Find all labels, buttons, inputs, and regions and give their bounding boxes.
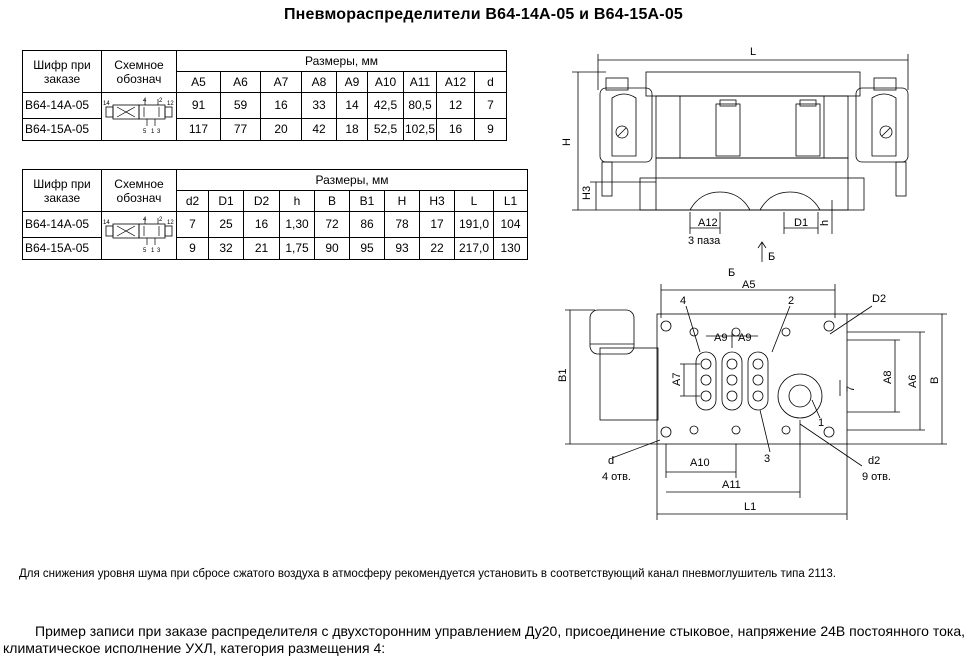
dim-value: 1,75	[279, 237, 315, 260]
label-A8: A8	[882, 371, 894, 384]
label-B1: B1	[557, 369, 569, 382]
dim-value: 130	[493, 237, 528, 260]
label-d2: d2	[868, 455, 880, 467]
label-h: h	[819, 220, 831, 226]
dim-value: 78	[384, 211, 420, 238]
callout-3: 3	[764, 453, 770, 465]
valve-symbol-icon: 14 12 4 2 5 1 3	[103, 98, 174, 135]
label-A7: A7	[671, 373, 683, 386]
dim-value: 33	[301, 92, 337, 119]
callout-1: 1	[818, 417, 824, 429]
label-A6: A6	[907, 375, 919, 388]
dim-value: 86	[349, 211, 385, 238]
dim-header: D1	[208, 190, 244, 212]
port-label-14: 14	[103, 220, 110, 226]
label-A10: A10	[690, 457, 710, 469]
label-H: H	[561, 138, 573, 146]
order-example: Пример записи при заказе распределителя …	[3, 623, 965, 656]
dim-value: 52,5	[367, 118, 404, 141]
label-H3: H3	[581, 186, 593, 200]
port-label-12: 12	[167, 220, 174, 226]
port-label-2: 2	[159, 98, 163, 104]
technical-drawing: L H H3 A12 D1 h 3 паза Б Б A5 D2 4 2 A9 …	[557, 46, 947, 520]
dim-value: 80,5	[403, 92, 437, 119]
label-A11: A11	[722, 479, 741, 491]
dim-value: 72	[314, 211, 350, 238]
header-code: Шифр при заказе	[22, 50, 102, 93]
port-label-5: 5	[143, 248, 147, 254]
port-label-4: 4	[143, 217, 147, 223]
dim-value: 14	[336, 92, 368, 119]
dim-value: 12	[436, 92, 475, 119]
label-A9-2: A9	[738, 332, 751, 344]
noise-note: Для снижения уровня шума при сбросе сжат…	[19, 568, 836, 580]
scheme-symbol-cell: 14 12 4 2 5 1 3	[101, 92, 177, 141]
port-label-2: 2	[159, 217, 163, 223]
label-d-count: 4 отв.	[602, 471, 631, 483]
callout-2: 2	[788, 295, 794, 307]
label-D1: D1	[794, 217, 808, 229]
scheme-symbol-cell: 14 12 4 2 5 1 3	[101, 211, 177, 260]
port-label-5: 5	[143, 129, 147, 135]
dim-value: 18	[336, 118, 368, 141]
dim-value: 32	[208, 237, 244, 260]
dim-header: A5	[176, 71, 221, 93]
label-D2: D2	[872, 293, 886, 305]
dimensions-table-2: Шифр при заказе Схемное обознач Размеры,…	[22, 169, 528, 260]
label-A5: A5	[742, 279, 755, 291]
dim-header: A12	[436, 71, 475, 93]
dim-value: 77	[220, 118, 261, 141]
header-scheme: Схемное обознач	[101, 169, 177, 212]
label-B: B	[929, 377, 941, 384]
port-label-4: 4	[143, 98, 147, 104]
label-A9-1: A9	[714, 332, 727, 344]
section-arrow-label: Б	[768, 251, 775, 263]
dim-value: 9	[474, 118, 507, 141]
dim-value: 16	[243, 211, 280, 238]
dim-header: D2	[243, 190, 280, 212]
port-label-3: 3	[157, 248, 161, 254]
row-code: В64-15А-05	[22, 118, 102, 141]
port-label-14: 14	[103, 101, 110, 107]
port-label-12: 12	[167, 101, 174, 107]
label-L1: L1	[744, 501, 756, 513]
dim-value: 42	[301, 118, 337, 141]
dim-value: 93	[384, 237, 420, 260]
dim-value: 7	[474, 92, 507, 119]
valve-symbol-icon: 14 12 4 2 5 1 3	[103, 217, 174, 254]
label-d: d	[608, 455, 614, 467]
label-7: 7	[845, 386, 857, 392]
view-b-title: Б	[728, 267, 735, 279]
dim-header: A7	[260, 71, 302, 93]
row-code: В64-14А-05	[22, 211, 102, 238]
dim-value: 21	[243, 237, 280, 260]
dim-value: 22	[419, 237, 455, 260]
callout-4: 4	[680, 295, 686, 307]
dim-value: 16	[260, 92, 302, 119]
header-sizes: Размеры, мм	[176, 50, 507, 72]
label-L: L	[750, 46, 756, 58]
dim-value: 95	[349, 237, 385, 260]
dim-value: 20	[260, 118, 302, 141]
page-title: Пневмораспределители В64-14А-05 и В64-15…	[283, 6, 684, 23]
port-label-1: 1	[151, 129, 155, 135]
dim-header: L1	[493, 190, 528, 212]
dim-value: 7	[176, 211, 209, 238]
row-code: В64-15А-05	[22, 237, 102, 260]
dim-value: 25	[208, 211, 244, 238]
port-label-3: 3	[157, 129, 161, 135]
dim-value: 191,0	[454, 211, 494, 238]
label-d2-count: 9 отв.	[862, 471, 891, 483]
header-code: Шифр при заказе	[22, 169, 102, 212]
label-3-slots: 3 паза	[688, 235, 721, 247]
dimensions-table-1: Шифр при заказе Схемное обознач Размеры,…	[22, 50, 507, 141]
port-label-1: 1	[151, 248, 155, 254]
label-A12: A12	[698, 217, 718, 229]
dim-value: 17	[419, 211, 455, 238]
